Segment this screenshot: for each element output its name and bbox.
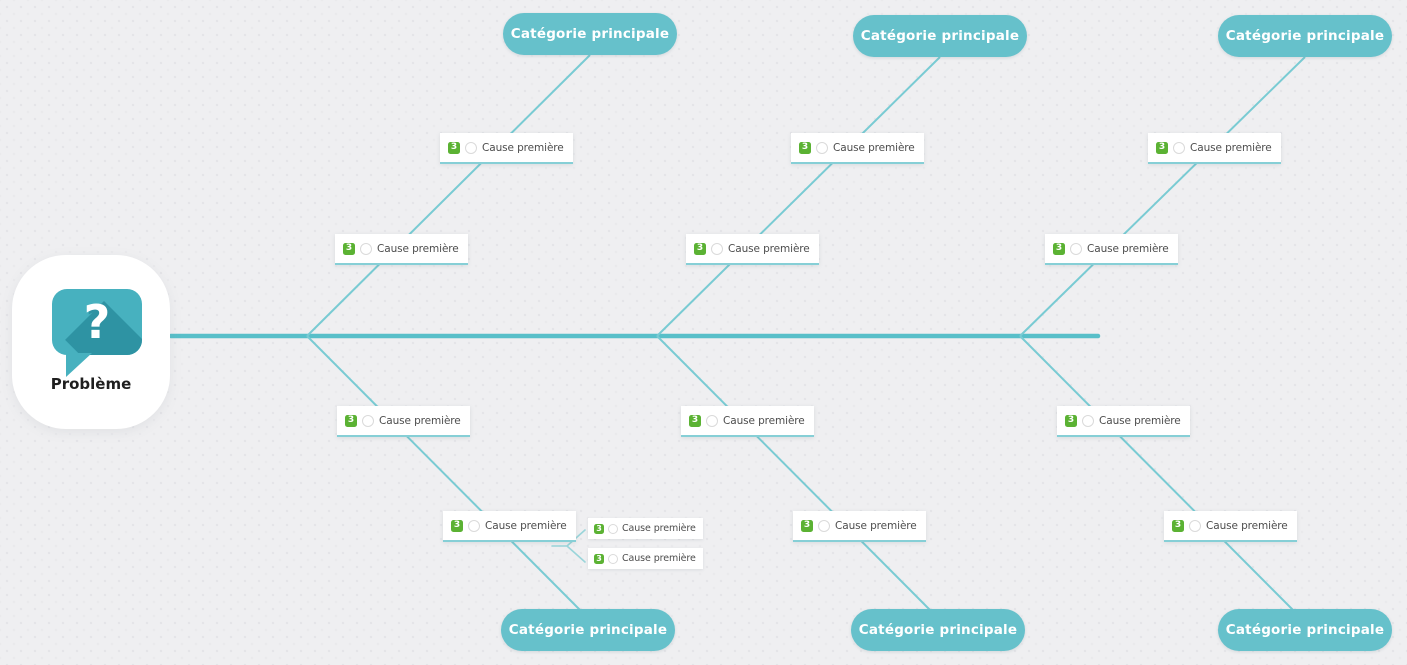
status-circle-icon[interactable] <box>706 414 718 427</box>
cause-node[interactable]: 3 Cause première <box>1148 133 1281 164</box>
priority-badge[interactable]: 3 <box>689 414 701 427</box>
question-mark-shadow: ? <box>85 297 113 351</box>
priority-badge[interactable]: 3 <box>451 519 463 532</box>
category-node-bottom-1[interactable]: Catégorie principale <box>501 609 675 651</box>
top-branch-line-3 <box>1019 56 1306 337</box>
status-circle-icon[interactable] <box>608 523 618 534</box>
top-branch-line-2 <box>656 56 941 337</box>
bottom-branch-line-1 <box>306 335 584 614</box>
cause-node[interactable]: 3 Cause première <box>440 133 573 164</box>
problem-node[interactable]: ? ? Problème <box>12 255 170 429</box>
bottom-branch-line-2 <box>656 335 934 614</box>
status-circle-icon[interactable] <box>1173 141 1185 154</box>
category-node-top-3[interactable]: Catégorie principale <box>1218 15 1392 57</box>
cause-label: Cause première <box>485 519 567 532</box>
priority-badge[interactable]: 3 <box>694 242 706 255</box>
cause-label: Cause première <box>622 553 696 564</box>
cause-node[interactable]: 3 Cause première <box>1164 511 1297 542</box>
status-circle-icon[interactable] <box>1082 414 1094 427</box>
bottom-branch-line-3 <box>1019 335 1297 614</box>
priority-badge[interactable]: 3 <box>448 141 460 154</box>
question-mark-glyph: ? <box>83 295 111 349</box>
problem-label: Problème <box>50 375 132 393</box>
priority-badge[interactable]: 3 <box>1156 141 1168 154</box>
priority-badge[interactable]: 3 <box>801 519 813 532</box>
priority-badge[interactable]: 3 <box>345 414 357 427</box>
status-circle-icon[interactable] <box>1189 519 1201 532</box>
cause-label: Cause première <box>1206 519 1288 532</box>
speech-bubble-tail <box>66 353 92 377</box>
status-circle-icon[interactable] <box>465 141 477 154</box>
status-circle-icon[interactable] <box>711 242 723 255</box>
top-branch-line-1 <box>306 54 591 337</box>
priority-badge[interactable]: 3 <box>343 242 355 255</box>
status-circle-icon[interactable] <box>362 414 374 427</box>
subcause-connector <box>551 529 586 563</box>
cause-node[interactable]: 3 Cause première <box>791 133 924 164</box>
cause-node[interactable]: 3 Cause première <box>1057 406 1190 437</box>
subcause-node[interactable]: 3 Cause première <box>588 548 703 569</box>
cause-node[interactable]: 3 Cause première <box>793 511 926 542</box>
cause-node[interactable]: 3 Cause première <box>337 406 470 437</box>
status-circle-icon[interactable] <box>468 519 480 532</box>
priority-badge[interactable]: 3 <box>799 141 811 154</box>
category-node-top-1[interactable]: Catégorie principale <box>503 13 677 55</box>
question-bubble-icon: ? ? <box>52 289 142 355</box>
cause-label: Cause première <box>1190 141 1272 154</box>
category-node-bottom-3[interactable]: Catégorie principale <box>1218 609 1392 651</box>
category-node-bottom-2[interactable]: Catégorie principale <box>851 609 1025 651</box>
cause-label: Cause première <box>377 242 459 255</box>
category-node-top-2[interactable]: Catégorie principale <box>853 15 1027 57</box>
subcause-node[interactable]: 3 Cause première <box>588 518 703 539</box>
cause-label: Cause première <box>622 523 696 534</box>
cause-node[interactable]: 3 Cause première <box>1045 234 1178 265</box>
status-circle-icon[interactable] <box>818 519 830 532</box>
cause-label: Cause première <box>728 242 810 255</box>
cause-label: Cause première <box>1099 414 1181 427</box>
cause-node[interactable]: 3 Cause première <box>681 406 814 437</box>
priority-badge[interactable]: 3 <box>594 523 604 534</box>
priority-badge[interactable]: 3 <box>1172 519 1184 532</box>
priority-badge[interactable]: 3 <box>594 553 604 564</box>
cause-label: Cause première <box>833 141 915 154</box>
priority-badge[interactable]: 3 <box>1065 414 1077 427</box>
priority-badge[interactable]: 3 <box>1053 242 1065 255</box>
cause-node[interactable]: 3 Cause première <box>686 234 819 265</box>
cause-label: Cause première <box>482 141 564 154</box>
status-circle-icon[interactable] <box>608 553 618 564</box>
cause-label: Cause première <box>379 414 461 427</box>
cause-node[interactable]: 3 Cause première <box>443 511 576 542</box>
status-circle-icon[interactable] <box>1070 242 1082 255</box>
cause-label: Cause première <box>723 414 805 427</box>
cause-label: Cause première <box>1087 242 1169 255</box>
status-circle-icon[interactable] <box>360 242 372 255</box>
cause-node[interactable]: 3 Cause première <box>335 234 468 265</box>
cause-label: Cause première <box>835 519 917 532</box>
status-circle-icon[interactable] <box>816 141 828 154</box>
